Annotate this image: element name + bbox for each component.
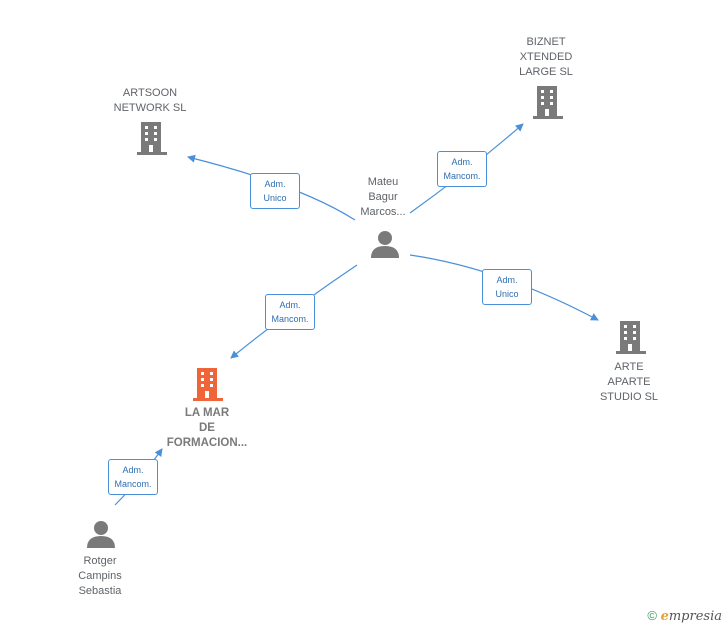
edge-label-mateu-biznet: Adm. Mancom. xyxy=(437,151,487,187)
building-icon[interactable] xyxy=(616,321,646,354)
building-icon[interactable] xyxy=(533,86,563,119)
node-label-rotger[interactable]: Rotger Campins Sebastia xyxy=(78,555,122,597)
node-label-biznet[interactable]: BIZNET XTENDED LARGE SL xyxy=(519,36,573,78)
building-icon[interactable] xyxy=(193,368,223,401)
edge-label-mateu-arte: Adm. Unico xyxy=(482,269,532,305)
brand-initial: e xyxy=(660,609,669,624)
edge-label-rotger-lamar: Adm. Mancom. xyxy=(108,459,158,495)
node-label-artsoon[interactable]: ARTSOON NETWORK SL xyxy=(113,87,187,114)
node-label-arte[interactable]: ARTE APARTE STUDIO SL xyxy=(599,361,659,403)
node-label-lamar[interactable]: LA MAR DE FORMACION... xyxy=(166,407,248,449)
person-icon[interactable] xyxy=(371,231,399,258)
building-icon[interactable] xyxy=(137,122,167,155)
person-icon[interactable] xyxy=(87,521,115,548)
brand-name: mpresia xyxy=(668,609,722,624)
node-label-mateu[interactable]: Mateu Bagur Marcos... xyxy=(360,176,406,218)
copyright-footer: © empresia xyxy=(647,608,722,624)
copyright-symbol: © xyxy=(647,608,657,623)
edge-label-mateu-lamar: Adm. Mancom. xyxy=(265,294,315,330)
edge-label-mateu-artsoon: Adm. Unico xyxy=(250,173,300,209)
brand-logo[interactable]: empresia xyxy=(661,609,722,624)
